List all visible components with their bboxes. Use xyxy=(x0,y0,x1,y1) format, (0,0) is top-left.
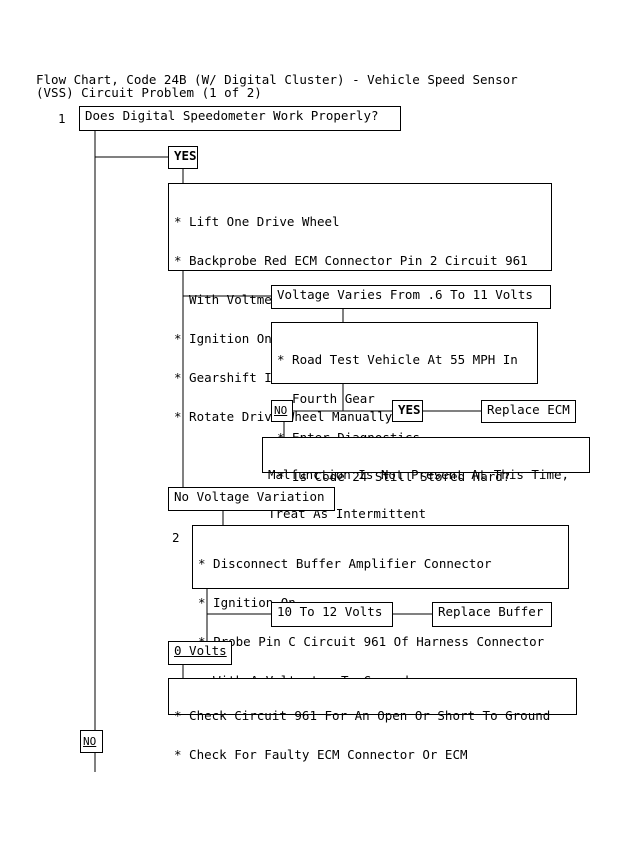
step-number-2: 2 xyxy=(172,530,180,545)
ten-to-twelve-volts-box: 10 To 12 Volts xyxy=(271,602,393,627)
checklist-box-3: * Check Circuit 961 For An Open Or Short… xyxy=(168,678,577,761)
replace-buffer-box: Replace Buffer xyxy=(432,602,552,627)
yes-box: YES xyxy=(168,146,198,169)
voltage-varies-box: Voltage Varies From .6 To 11 Volts xyxy=(271,285,551,309)
checklist-1-line: * Ignition On xyxy=(174,331,272,346)
checklist-3-line: * Check Circuit 961 For An Open Or Short… xyxy=(174,708,551,723)
yes-box-code-stored: YES xyxy=(392,400,423,422)
no-box-speedometer: NO xyxy=(80,730,103,753)
checklist-box-1: * Lift One Drive Wheel * Backprobe Red E… xyxy=(168,183,552,423)
no-voltage-variation-box: No Voltage Variation xyxy=(168,487,335,511)
checklist-2-line: * Road Test Vehicle At 55 MPH In xyxy=(277,352,518,367)
zero-volts-box: 0 Volts xyxy=(168,641,232,665)
step-number-1: 1 xyxy=(58,111,66,126)
step-2-box: * Disconnect Buffer Amplifier Connector … xyxy=(192,525,569,687)
chart-title-line2: (VSS) Circuit Problem (1 of 2) xyxy=(36,85,262,100)
question-box: Does Digital Speedometer Work Properly? xyxy=(79,106,401,131)
chart-title-line1: Flow Chart, Code 24B (W/ Digital Cluster… xyxy=(36,72,518,87)
checklist-1-line: * Lift One Drive Wheel xyxy=(174,214,340,229)
no-box-road-test: NO xyxy=(271,400,293,422)
step-2-line: * Disconnect Buffer Amplifier Connector xyxy=(198,556,492,571)
checklist-1-line: * Backprobe Red ECM Connector Pin 2 Circ… xyxy=(174,253,528,268)
checklist-1-line: * Rotate Drive Wheel Manually xyxy=(174,409,393,424)
checklist-box-2: * Road Test Vehicle At 55 MPH In Fourth … xyxy=(271,322,538,483)
step-2-line: * Probe Pin C Circuit 961 Of Harness Con… xyxy=(198,634,545,649)
malfunction-box: Malfunction Is Not Present At This Time,… xyxy=(262,437,590,520)
replace-ecm-box: Replace ECM xyxy=(481,400,576,423)
checklist-2-line: * Is Code 24 Still Stored Hard? xyxy=(277,469,511,484)
checklist-3-line: * Check For Faulty ECM Connector Or ECM xyxy=(174,747,468,762)
chart-title: Flow Chart, Code 24B (W/ Digital Cluster… xyxy=(36,73,518,99)
malfunction-line: Malfunction Is Not Present At This Time, xyxy=(268,467,570,482)
checklist-2-line: Fourth Gear xyxy=(277,391,375,406)
